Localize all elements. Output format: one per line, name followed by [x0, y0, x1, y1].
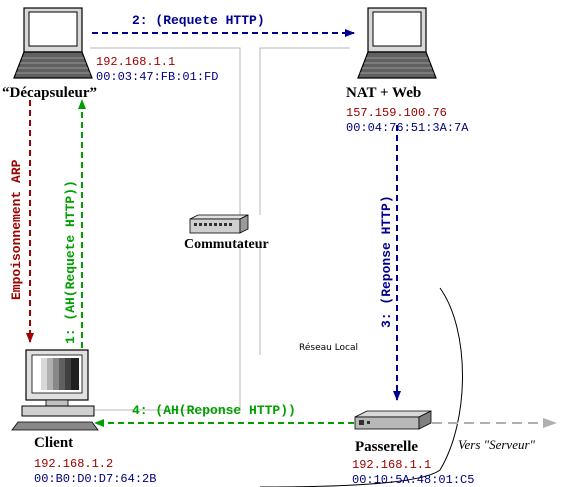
lan-boundary [259, 287, 463, 487]
node-label-client: Client [34, 435, 74, 451]
ip-nat-web: 157.159.100.76 [346, 106, 447, 120]
mac-passerelle: 00:10:5A:48:01:C5 [352, 473, 475, 487]
laptop-icon [13, 7, 93, 79]
ip-passerelle: 192.168.1.1 [352, 458, 432, 472]
node-label-commutateur: Commutateur [184, 237, 269, 252]
arp-poisoning-label: Empoisonnement ARP [9, 159, 24, 300]
step1-label: 1: (AH(Requete HTTP)) [63, 180, 78, 344]
ip-decapsuleur: 192.168.1.1 [96, 55, 176, 69]
step3-label: 3: (Reponse HTTP) [379, 195, 394, 328]
mac-client: 00:B0:D0:D7:64:2B [34, 472, 157, 486]
desktop-computer-icon [11, 349, 99, 431]
mac-decapsuleur: 00:03:47:FB:01:FD [96, 70, 219, 84]
ip-client: 192.168.1.2 [34, 457, 114, 471]
laptop-icon [357, 7, 437, 79]
vers-serveur-label: Vers "Serveur" [458, 437, 535, 452]
switch-icon [189, 214, 249, 234]
step2-label: 2: (Requete HTTP) [132, 13, 265, 28]
node-label-nat-web: NAT + Web [346, 85, 422, 101]
node-label-passerelle: Passerelle [355, 439, 419, 455]
router-icon [354, 410, 432, 430]
step4-label: 4: (AH(Reponse HTTP)) [132, 403, 296, 418]
switch-cabling [90, 47, 350, 411]
lan-label: Réseau Local [299, 343, 359, 353]
node-label-decapsuleur: “Décapsuleur” [2, 85, 97, 101]
mac-nat-web: 00:04:76:51:3A:7A [346, 121, 469, 135]
